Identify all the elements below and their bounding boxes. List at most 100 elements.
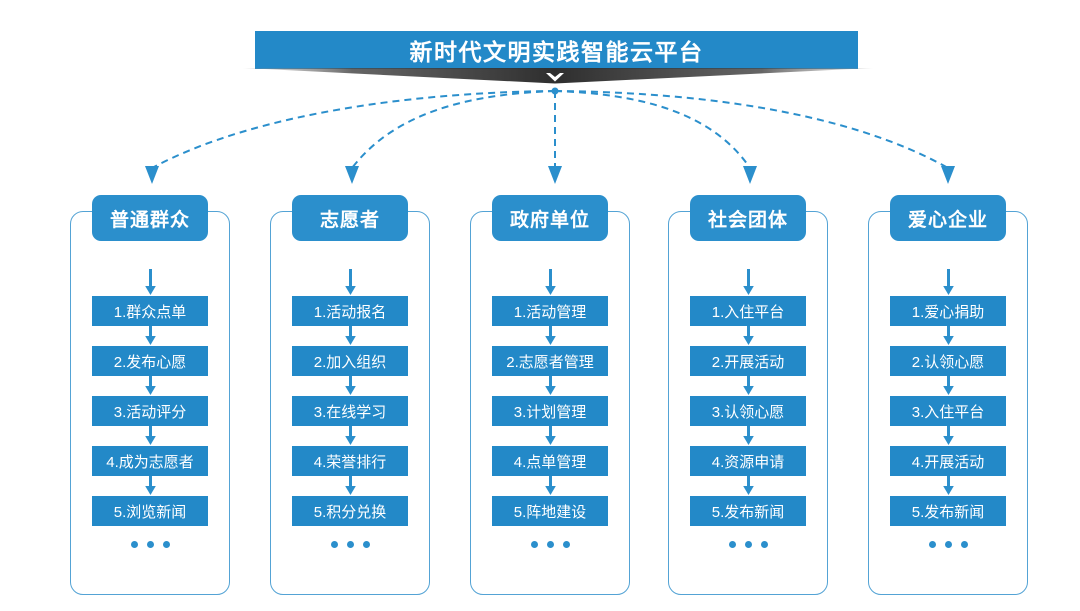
step-arrow-icon	[344, 476, 356, 495]
step-item[interactable]: 4.成为志愿者	[92, 446, 208, 476]
step-item[interactable]: 4.点单管理	[492, 446, 608, 476]
connector-hub-dot	[551, 87, 559, 95]
column-steps-1: 1.群众点单 2.发布心愿 3.活动评分 4.成为志愿者 5.浏览新闻	[70, 269, 230, 548]
step-item[interactable]: 1.活动管理	[492, 296, 608, 326]
step-item-label: 3.计划管理	[513, 403, 587, 421]
step-item[interactable]: 2.认领心愿	[890, 346, 1006, 376]
column-ellipsis-2	[330, 541, 370, 548]
step-arrow-icon	[942, 426, 954, 445]
step-item[interactable]: 5.发布新闻	[690, 496, 806, 526]
column-header-label: 普通群众	[109, 209, 190, 231]
step-arrow-icon	[942, 269, 954, 295]
step-arrow-icon	[742, 476, 754, 495]
column-steps-5: 1.爱心捐助 2.认领心愿 3.入住平台 4.开展活动 5.发布新闻	[868, 269, 1028, 548]
step-item-label: 2.认领心愿	[911, 353, 985, 371]
ellipsis-dot	[362, 541, 370, 548]
step-arrow-icon	[344, 326, 356, 345]
step-item[interactable]: 4.资源申请	[690, 446, 806, 476]
arrowhead-column-5	[941, 166, 955, 184]
ellipsis-dot	[744, 541, 752, 548]
column-header-2[interactable]: 志愿者	[292, 195, 408, 241]
step-item-label: 1.活动管理	[513, 303, 587, 321]
step-arrow-icon	[544, 269, 556, 295]
step-arrow-icon	[544, 476, 556, 495]
arrowhead-column-3	[548, 166, 562, 184]
connector-to-column-2	[351, 90, 556, 169]
step-item[interactable]: 1.活动报名	[292, 296, 408, 326]
step-item-label: 5.积分兑换	[313, 503, 387, 521]
step-item-label: 1.群众点单	[113, 303, 187, 321]
step-item[interactable]: 3.计划管理	[492, 396, 608, 426]
column-steps-3: 1.活动管理 2.志愿者管理 3.计划管理 4.点单管理 5.阵地建设	[470, 269, 630, 548]
column-header-4[interactable]: 社会团体	[690, 195, 806, 241]
step-arrow-icon	[742, 269, 754, 295]
step-item[interactable]: 2.发布心愿	[92, 346, 208, 376]
step-item[interactable]: 3.认领心愿	[690, 396, 806, 426]
step-arrow-icon	[344, 426, 356, 445]
step-item[interactable]: 5.积分兑换	[292, 496, 408, 526]
step-item-label: 4.点单管理	[513, 453, 587, 471]
step-item[interactable]: 3.活动评分	[92, 396, 208, 426]
step-item-label: 2.志愿者管理	[506, 353, 594, 371]
step-item-label: 4.资源申请	[711, 453, 785, 471]
ellipsis-dot	[928, 541, 936, 548]
connector-to-column-1	[151, 90, 556, 169]
step-arrow-icon	[544, 426, 556, 445]
ellipsis-dot	[330, 541, 338, 548]
step-item[interactable]: 3.在线学习	[292, 396, 408, 426]
step-item-label: 1.爱心捐助	[911, 303, 985, 321]
step-arrow-icon	[742, 426, 754, 445]
step-item[interactable]: 5.阵地建设	[492, 496, 608, 526]
column-ellipsis-3	[530, 541, 570, 548]
connector-to-column-5	[554, 90, 949, 169]
step-item[interactable]: 2.加入组织	[292, 346, 408, 376]
step-item[interactable]: 1.爱心捐助	[890, 296, 1006, 326]
step-item[interactable]: 2.志愿者管理	[492, 346, 608, 376]
ellipsis-dot	[530, 541, 538, 548]
step-item-label: 2.开展活动	[711, 353, 785, 371]
step-arrow-icon	[942, 476, 954, 495]
ellipsis-dot	[346, 541, 354, 548]
step-item-label: 3.在线学习	[313, 403, 387, 421]
column-header-label: 政府单位	[509, 209, 590, 231]
step-item[interactable]: 1.群众点单	[92, 296, 208, 326]
column-header-label: 爱心企业	[907, 209, 988, 231]
arrowhead-column-2	[345, 166, 359, 184]
ellipsis-dot	[960, 541, 968, 548]
ellipsis-dot	[130, 541, 138, 548]
ellipsis-dot	[944, 541, 952, 548]
step-item[interactable]: 2.开展活动	[690, 346, 806, 376]
step-item-label: 4.荣誉排行	[313, 453, 387, 471]
step-item-label: 5.浏览新闻	[113, 503, 187, 521]
step-item-label: 2.发布心愿	[113, 353, 187, 371]
step-item-label: 5.发布新闻	[911, 503, 985, 521]
step-arrow-icon	[344, 269, 356, 295]
step-item-label: 5.阵地建设	[513, 503, 587, 521]
arrowhead-column-1	[145, 166, 159, 184]
step-item-label: 2.加入组织	[313, 353, 387, 371]
ellipsis-dot	[760, 541, 768, 548]
column-header-3[interactable]: 政府单位	[492, 195, 608, 241]
step-arrow-icon	[544, 326, 556, 345]
page-title: 新时代文明实践智能云平台	[409, 39, 704, 65]
ellipsis-dot	[562, 541, 570, 548]
column-group-1: 普通群众 1.群众点单 2.发布心愿 3.活动评分 4.成为志愿者 5.浏览新闻	[70, 195, 230, 595]
title-shadow-ribbon	[243, 68, 873, 84]
step-item-label: 4.开展活动	[911, 453, 985, 471]
column-header-5[interactable]: 爱心企业	[890, 195, 1006, 241]
step-item[interactable]: 1.入住平台	[690, 296, 806, 326]
step-item[interactable]: 5.发布新闻	[890, 496, 1006, 526]
step-item[interactable]: 3.入住平台	[890, 396, 1006, 426]
platform-title-banner: 新时代文明实践智能云平台	[255, 31, 858, 69]
column-header-1[interactable]: 普通群众	[92, 195, 208, 241]
step-arrow-icon	[144, 269, 156, 295]
step-item-label: 4.成为志愿者	[106, 453, 194, 471]
step-item[interactable]: 4.开展活动	[890, 446, 1006, 476]
column-group-2: 志愿者 1.活动报名 2.加入组织 3.在线学习 4.荣誉排行 5.积分兑换	[270, 195, 430, 595]
step-item[interactable]: 4.荣誉排行	[292, 446, 408, 476]
step-item[interactable]: 5.浏览新闻	[92, 496, 208, 526]
step-arrow-icon	[742, 376, 754, 395]
step-arrow-icon	[144, 476, 156, 495]
ellipsis-dot	[146, 541, 154, 548]
